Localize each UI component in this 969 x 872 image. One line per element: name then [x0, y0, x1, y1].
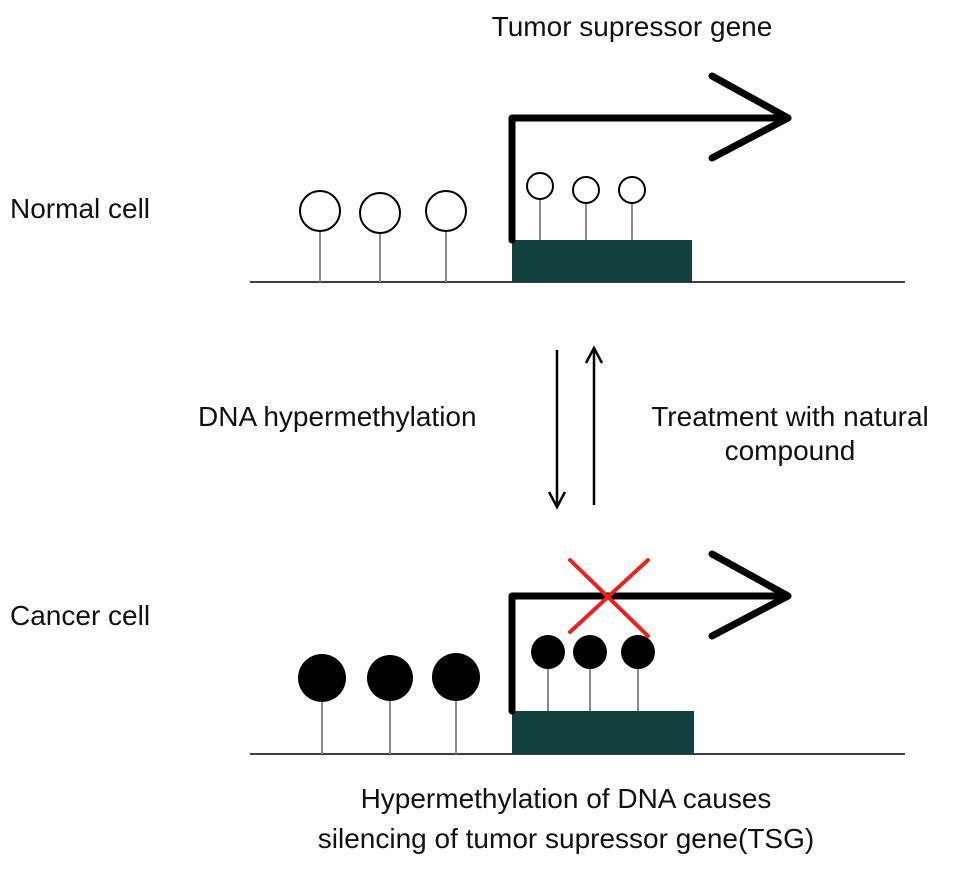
cancer-cell-panel: Cancer cell [10, 550, 905, 755]
normal-cell-label: Normal cell [10, 193, 150, 224]
normal-cell-panel: Normal cell [10, 72, 905, 283]
methylated-cpg [621, 635, 655, 669]
forward-process-label: DNA hypermethylation [198, 401, 477, 432]
process-arrows: DNA hypermethylation Treatment with natu… [198, 345, 929, 510]
cancer-transcription-arrow [508, 550, 792, 715]
normal-transcription-arrow [508, 72, 792, 244]
unmethylated-cpg [425, 190, 467, 232]
cancer-cell-label: Cancer cell [10, 600, 150, 631]
methylated-cpg [573, 635, 607, 669]
cancer-cpg-stems [321, 668, 639, 754]
unmethylated-cpg [572, 176, 600, 204]
methylated-cpg [367, 655, 413, 701]
unmethylated-cpg [618, 176, 646, 204]
block-x-icon [568, 558, 650, 638]
methylated-cpg [298, 654, 346, 702]
unmethylated-cpg [526, 172, 554, 200]
caption-line1: Hypermethylation of DNA causes [361, 783, 772, 814]
methylated-cpg [531, 635, 565, 669]
normal-cpg-stems [319, 198, 633, 282]
cancer-gene-block [512, 711, 694, 754]
gene-title: Tumor supressor gene [492, 11, 773, 42]
reverse-process-line1: Treatment with natural [651, 401, 929, 432]
unmethylated-cpg [299, 190, 341, 232]
up-arrow [584, 345, 604, 505]
caption-line2: silencing of tumor supressor gene(TSG) [318, 823, 814, 854]
normal-gene-block [512, 240, 692, 282]
reverse-process-line2: compound [725, 435, 856, 466]
unmethylated-cpg [359, 192, 401, 234]
down-arrow [547, 350, 567, 510]
methylated-cpg [432, 653, 480, 701]
